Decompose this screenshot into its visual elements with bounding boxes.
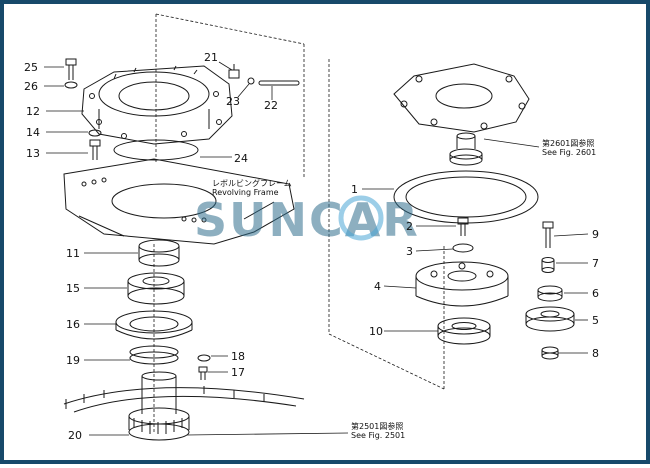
fitting-part-21 — [228, 64, 240, 79]
collar-part-11 — [138, 239, 180, 267]
part-number-22: 22 — [264, 99, 278, 112]
ring-gear-part-1 — [393, 170, 539, 224]
carrier-part-16 — [115, 310, 193, 340]
bolt-part-17 — [198, 366, 208, 380]
part-number-11: 11 — [66, 247, 80, 260]
part-number-8: 8 — [592, 347, 599, 360]
motor-housing — [393, 63, 530, 133]
watermark-text: SUNCAR — [194, 193, 420, 247]
housing-part-12 — [81, 65, 233, 145]
exploded-parts-diagram: SUNCAR レボルビングフレーム Revolving Frame 第2601図… — [24, 13, 599, 442]
part-number-19: 19 — [66, 354, 80, 367]
bolt-part-25 — [65, 58, 77, 80]
part-number-26: 26 — [24, 80, 38, 93]
gear-part-5 — [525, 306, 575, 332]
bolt-part-2 — [457, 217, 469, 236]
ring-part-23 — [247, 77, 255, 85]
part-number-5: 5 — [592, 314, 599, 327]
part-number-7: 7 — [592, 257, 599, 270]
part-number-16: 16 — [66, 318, 80, 331]
part-number-14: 14 — [26, 126, 40, 139]
washer-part-8 — [541, 346, 559, 360]
part-number-25: 25 — [24, 61, 38, 74]
leader-lines — [44, 61, 589, 436]
revolving-frame-en-label: Revolving Frame — [212, 188, 279, 197]
washer-part-26 — [64, 81, 78, 89]
bolt-part-9 — [542, 221, 554, 248]
part-number-21: 21 — [204, 51, 218, 64]
washer-part-14 — [88, 129, 102, 137]
see-fig-2501-en-label: See Fig. 2501 — [351, 431, 405, 440]
ring-gear-arc — [63, 386, 305, 413]
part-number-20: 20 — [68, 429, 82, 442]
carrier-part-4 — [415, 261, 509, 307]
pinion-shaft-part-20 — [128, 371, 190, 441]
bearing-part-15 — [127, 272, 185, 305]
part-number-4: 4 — [374, 280, 381, 293]
part-number-15: 15 — [66, 282, 80, 295]
part-number-24: 24 — [234, 152, 248, 165]
bearing-part-6 — [537, 285, 563, 302]
ring-part-19 — [129, 345, 179, 365]
part-number-6: 6 — [592, 287, 599, 300]
see-fig-2601-jp-label: 第2601図参照 — [542, 138, 594, 148]
planet-gear-part-10 — [437, 317, 491, 345]
pin-part-22 — [258, 80, 300, 86]
watermark-ring-icon — [338, 195, 384, 241]
part-number-3: 3 — [406, 245, 413, 258]
part-number-9: 9 — [592, 228, 599, 241]
bolt-part-13 — [89, 139, 101, 160]
see-fig-2501-jp-label: 第2501図参照 — [351, 421, 403, 431]
washer-part-18 — [197, 354, 211, 362]
oring-part-24 — [113, 139, 199, 161]
part-number-13: 13 — [26, 147, 40, 160]
see-fig-2601-en-label: See Fig. 2601 — [542, 148, 596, 157]
pin-part-7 — [541, 257, 555, 273]
revolving-frame — [63, 158, 295, 245]
part-number-10: 10 — [369, 325, 383, 338]
part-number-2: 2 — [406, 220, 413, 233]
part-number-1: 1 — [351, 183, 358, 196]
revolving-frame-jp-label: レボルビングフレーム — [212, 178, 292, 188]
motor-shaft — [449, 132, 483, 166]
part-number-18: 18 — [231, 350, 245, 363]
washer-part-3 — [452, 243, 474, 253]
part-number-17: 17 — [231, 366, 245, 379]
part-number-12: 12 — [26, 105, 40, 118]
part-number-23: 23 — [226, 95, 240, 108]
